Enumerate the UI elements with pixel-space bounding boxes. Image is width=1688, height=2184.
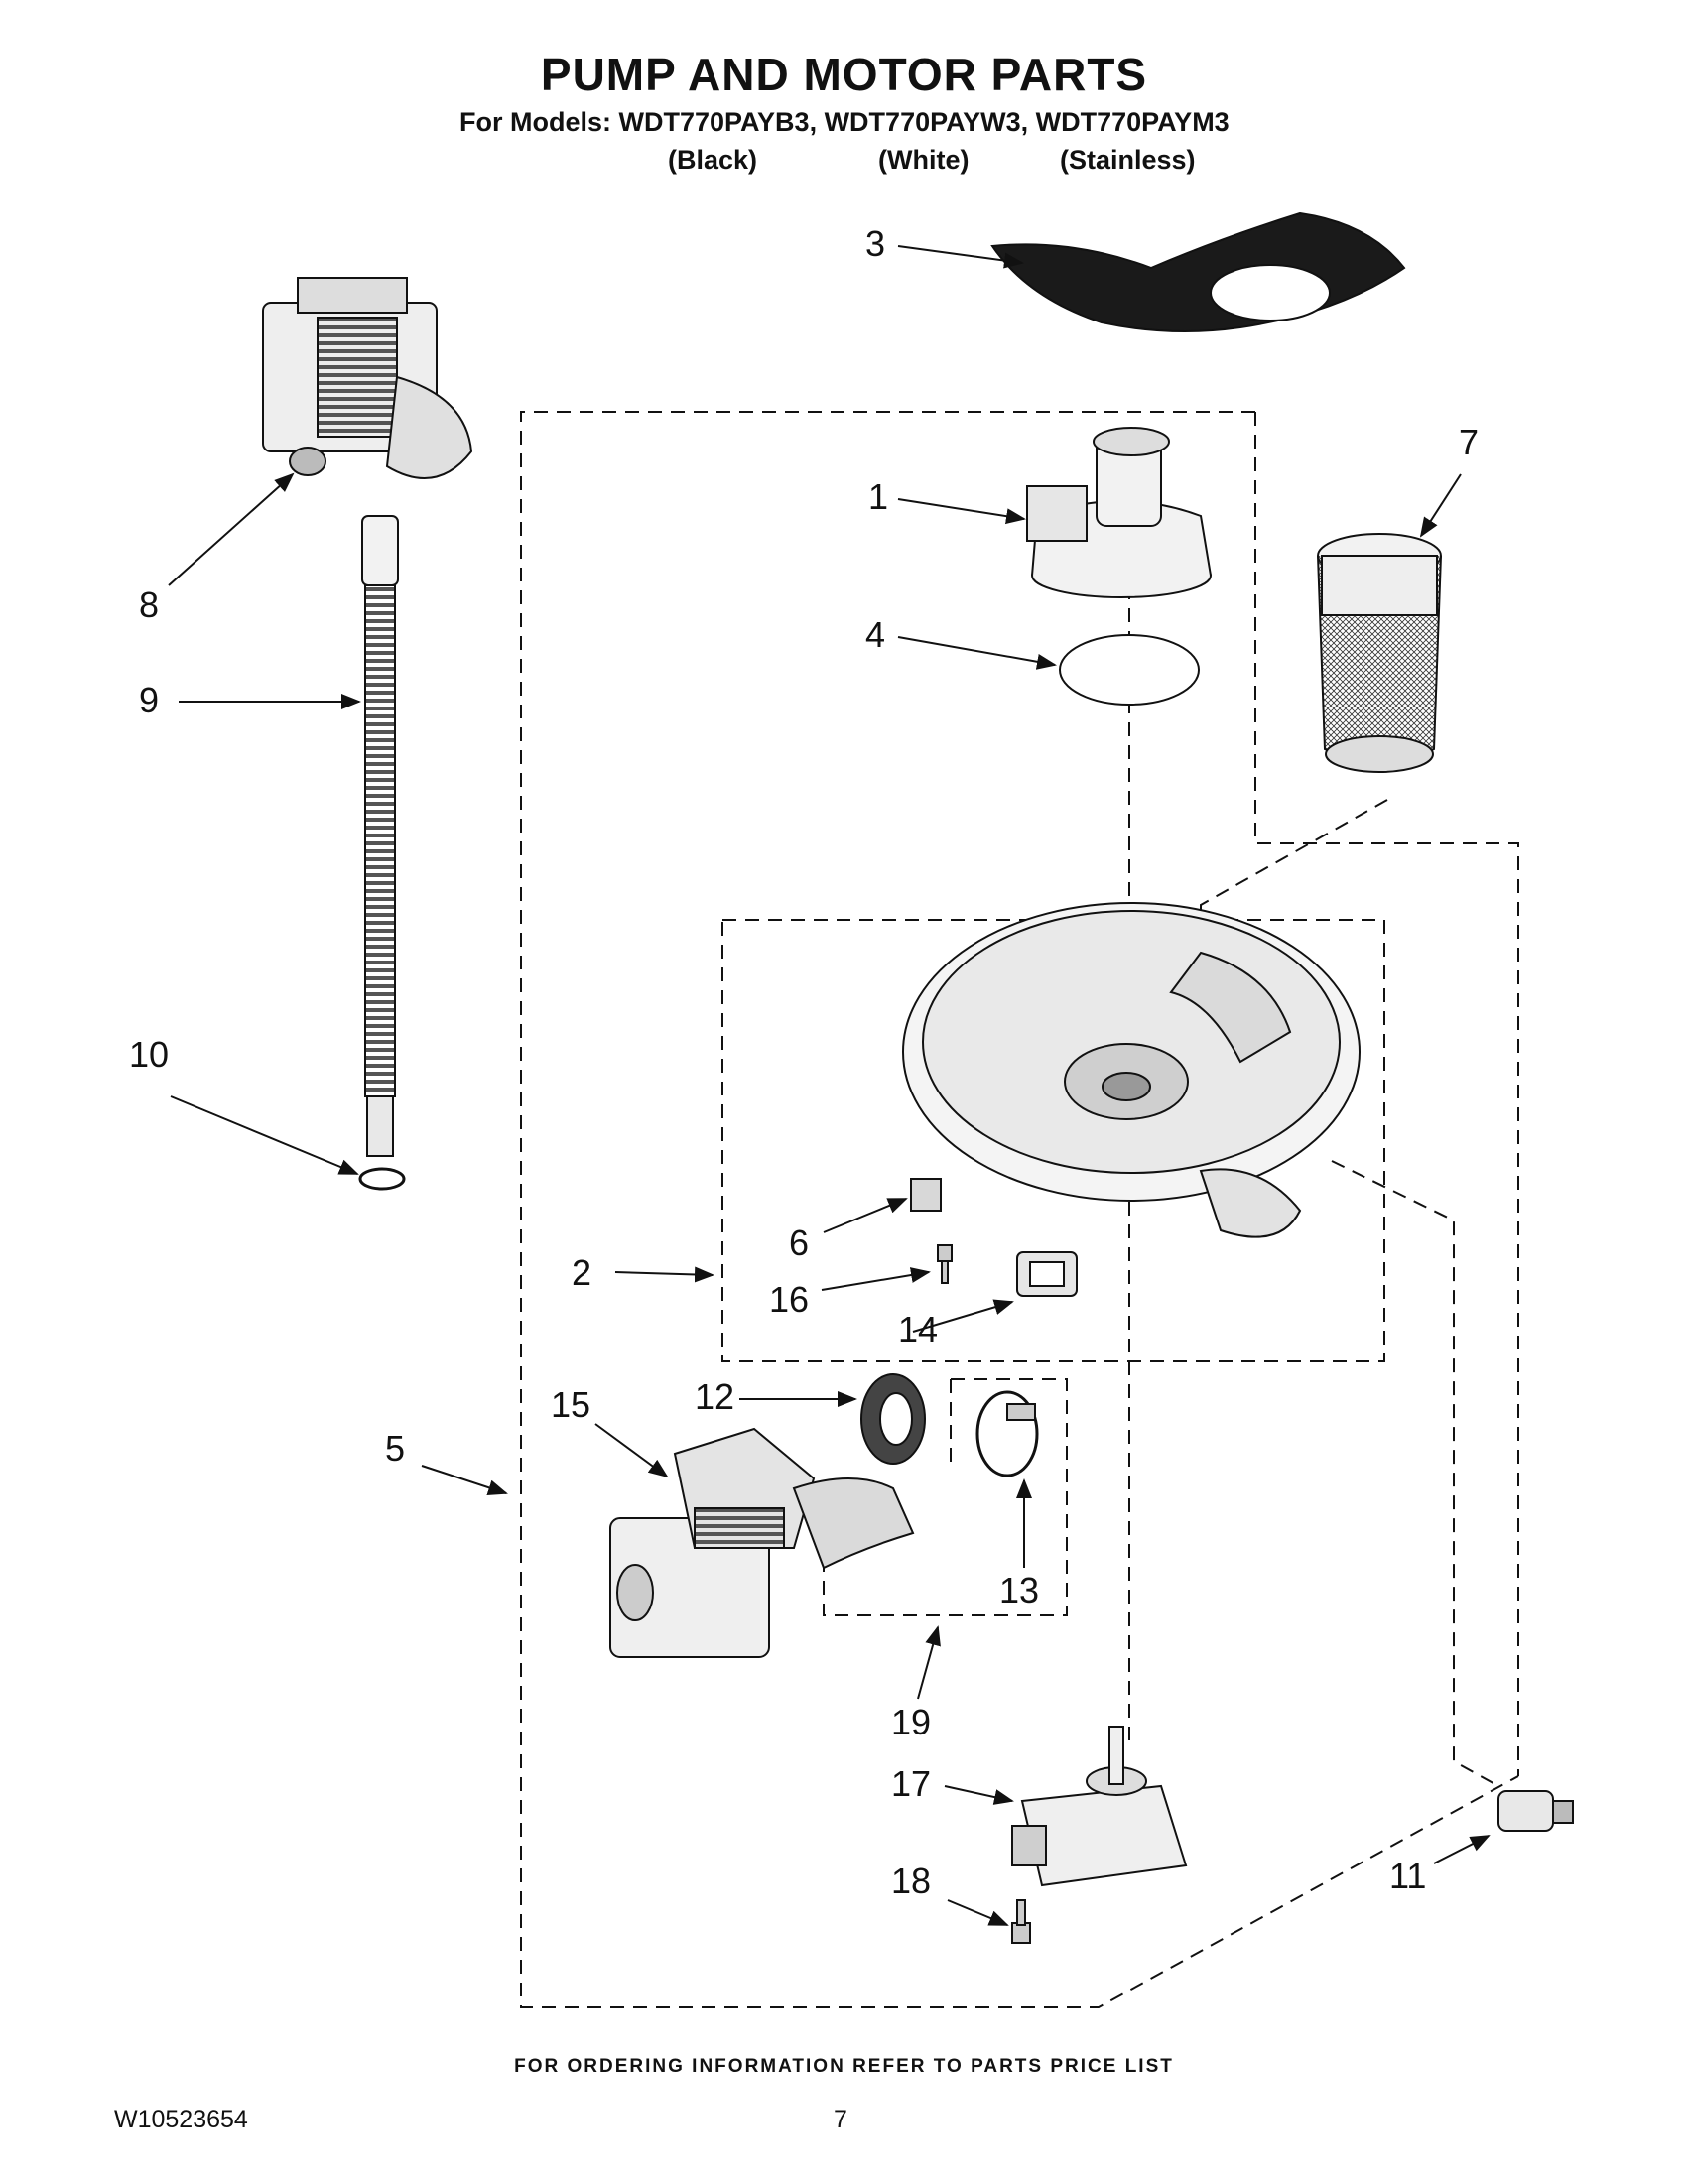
- callout-7: 7: [1459, 422, 1480, 462]
- callout-15: 15: [551, 1384, 591, 1425]
- part-9-drain-hose: [361, 515, 399, 1157]
- callout-5: 5: [385, 1428, 406, 1469]
- part-11-sensor: [1497, 1790, 1574, 1832]
- part-17-diverter-motor: [1011, 1726, 1188, 1887]
- part-3-upper-filter: [990, 211, 1406, 332]
- callout-1: 1: [868, 476, 889, 517]
- assembly-19-boundary: [823, 1378, 1068, 1616]
- callout-12: 12: [695, 1376, 735, 1417]
- callout-4: 4: [865, 614, 886, 655]
- callout-13: 13: [999, 1570, 1040, 1610]
- finish-black: (Black): [668, 145, 758, 175]
- assembly-5-boundary: [520, 411, 1519, 2008]
- part-13-clamp: [975, 1390, 1039, 1477]
- part-6-sensor: [910, 1178, 942, 1212]
- part-12-seal: [860, 1373, 926, 1465]
- callout-9: 9: [139, 680, 160, 720]
- part-14-grommet: [1016, 1251, 1078, 1297]
- part-18-screw: [1011, 1899, 1031, 1944]
- callout-3: 3: [865, 223, 886, 264]
- callout-16: 16: [769, 1279, 810, 1320]
- callout-6: 6: [789, 1222, 810, 1263]
- part-4-disc: [1059, 634, 1200, 706]
- part-10-hose-clamp: [358, 1167, 406, 1191]
- model-list: For Models: WDT770PAYB3, WDT770PAYW3, WD…: [459, 107, 1230, 137]
- ordering-note: FOR ORDERING INFORMATION REFER TO PARTS …: [514, 2056, 1174, 2077]
- callout-19: 19: [891, 1702, 932, 1742]
- callout-11: 11: [1389, 1856, 1427, 1896]
- finish-stainless: (Stainless): [1060, 145, 1196, 175]
- part-2-sump: [902, 902, 1361, 1238]
- part-15-circulation-pump: [609, 1427, 915, 1658]
- page-number: 7: [834, 2106, 847, 2133]
- callout-10: 10: [129, 1034, 170, 1075]
- assembly-5-right-edge: [1254, 412, 1519, 1776]
- callout-17: 17: [891, 1763, 932, 1804]
- callout-2: 2: [572, 1252, 592, 1293]
- part-7-filter-basket: [1317, 533, 1442, 773]
- part-16-screw: [937, 1244, 953, 1284]
- finish-white: (White): [878, 145, 970, 175]
- callout-8: 8: [139, 584, 160, 625]
- document-number: W10523654: [114, 2106, 248, 2133]
- part-8-drain-pump: [262, 277, 473, 479]
- callout-14: 14: [898, 1309, 939, 1349]
- page-title: PUMP AND MOTOR PARTS: [540, 49, 1148, 100]
- part-1-manifold: [1026, 427, 1212, 598]
- callout-18: 18: [891, 1861, 932, 1901]
